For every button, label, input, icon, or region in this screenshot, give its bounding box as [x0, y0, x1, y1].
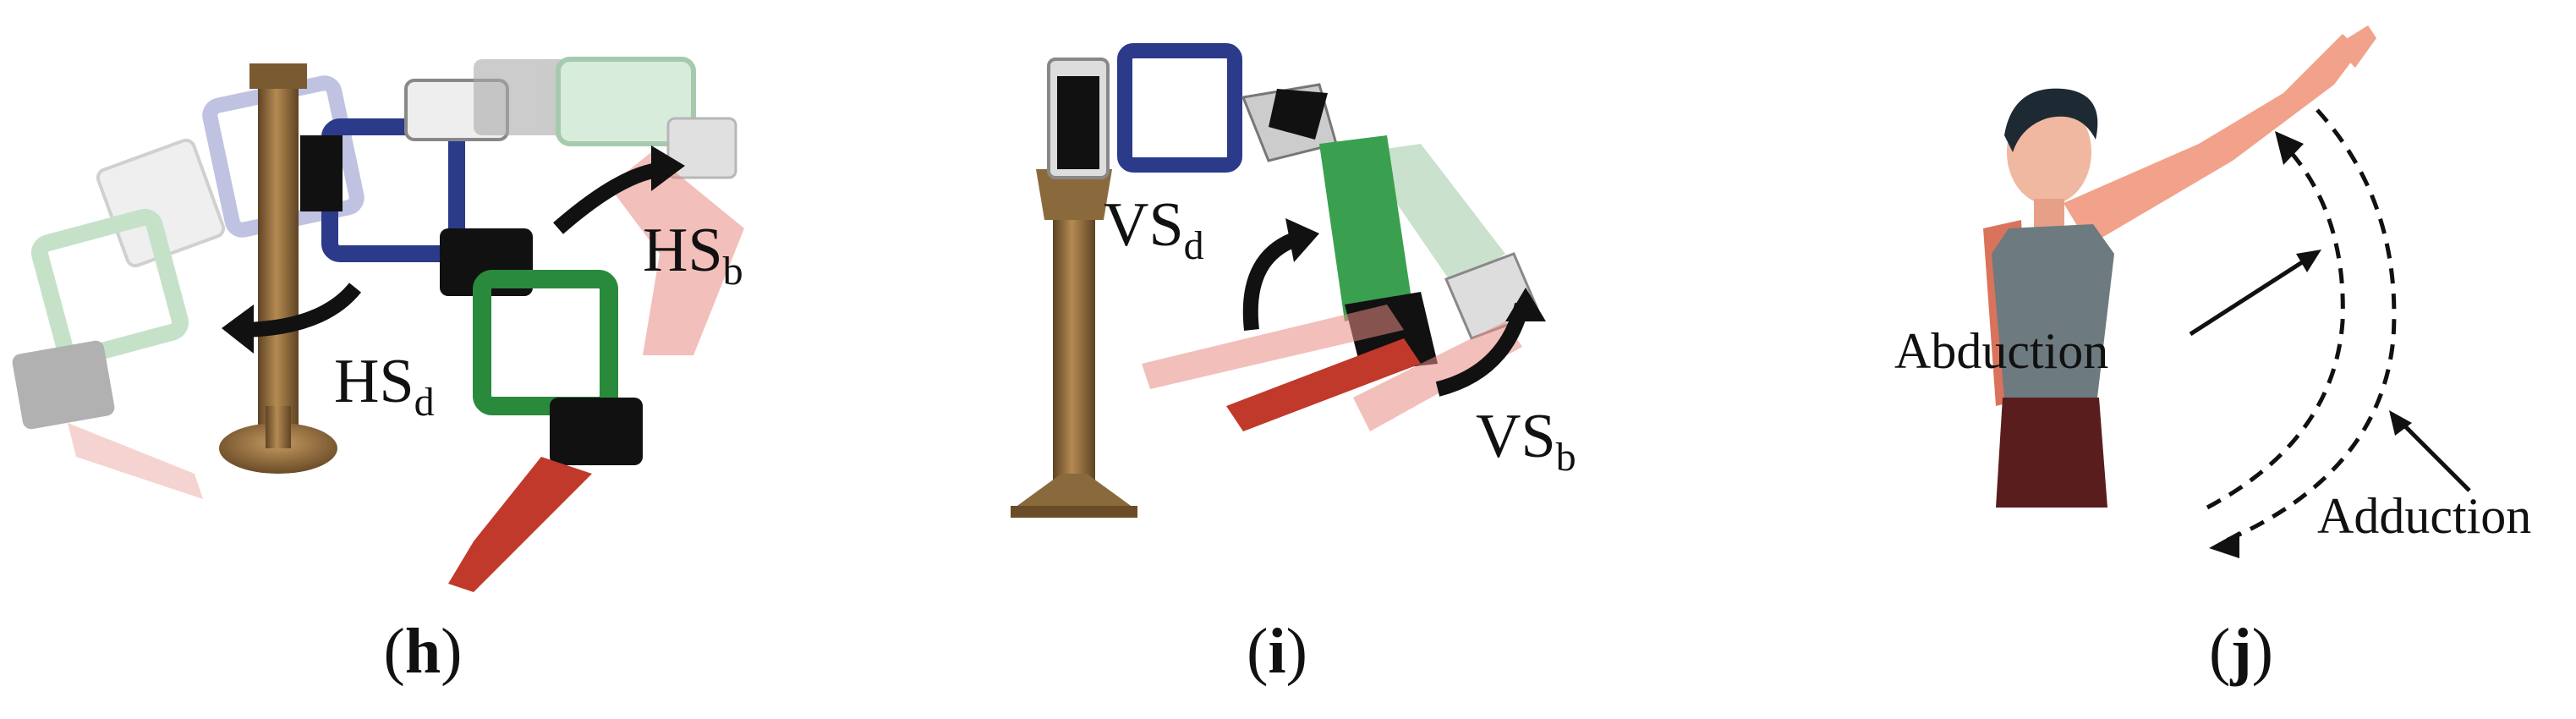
label-hs-b: HSb	[643, 216, 743, 294]
panel-i: VSd VSb (i)	[846, 0, 1691, 719]
torso	[1992, 224, 2114, 398]
blue-frame-i	[1117, 43, 1242, 173]
label-hs-d: HSd	[334, 347, 435, 425]
panel-i-drawing: VSd VSb	[1011, 43, 1576, 518]
label-abduction: Abduction	[1894, 323, 2108, 379]
red-link-i	[1226, 338, 1421, 431]
caption-j: (j)	[2209, 616, 2273, 687]
caption-h: (h)	[383, 616, 463, 687]
green-frame	[473, 270, 618, 415]
pants	[1996, 398, 2107, 508]
label-adduction: Adduction	[2317, 488, 2531, 544]
pole	[258, 68, 299, 440]
label-vs-b: VSb	[1476, 402, 1576, 480]
label-vs-d: VSd	[1104, 190, 1204, 268]
pole-i	[1053, 169, 1095, 499]
panel-j-drawing: Abduction Adduction	[1894, 25, 2531, 558]
caption-i: (i)	[1247, 616, 1307, 687]
green-link-i	[1319, 135, 1412, 321]
panel-j: Abduction Adduction (j)	[1691, 0, 2576, 719]
ghost-arm-left	[12, 138, 226, 499]
raised-arm	[2064, 34, 2360, 245]
panel-h-drawing: HSd HSb	[12, 57, 744, 592]
base-i	[1015, 474, 1133, 508]
red-link	[448, 457, 592, 592]
panel-h: HSd HSb (h)	[0, 0, 846, 719]
